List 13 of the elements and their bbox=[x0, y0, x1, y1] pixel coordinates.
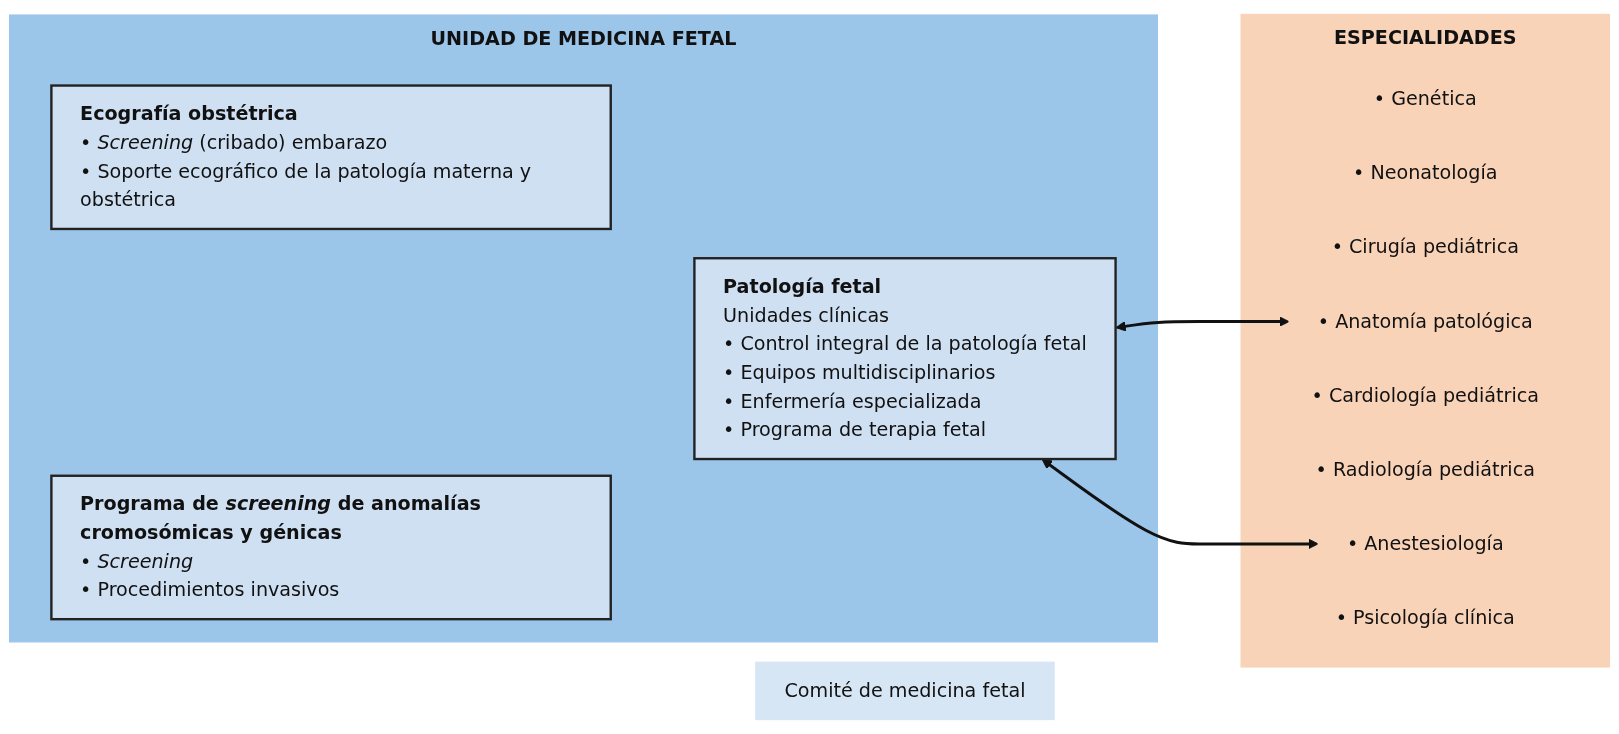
node-box: Comité de medicina fetal bbox=[755, 661, 1055, 721]
node-box: Patología fetal Unidades clínicas • Control integral de la patología fetal • Equipos multidisciplinarios • Enfermería especializada • Programa de terapia fetal bbox=[693, 257, 1117, 461]
node-text: • Genética bbox=[1373, 87, 1477, 111]
node-text: • Anatomía patológica bbox=[1317, 309, 1533, 333]
node-text: • Anestesiología bbox=[1346, 531, 1504, 555]
node-text: • Radiología pediátrica bbox=[1315, 457, 1535, 481]
node-text: • Cardiología pediátrica bbox=[1311, 383, 1539, 407]
node-text: • Neonatología bbox=[1353, 161, 1498, 185]
node-box: Programa de screening de anomalías cromosómicas y génicas • Screening • Procedimientos invasivos bbox=[50, 474, 612, 621]
arrow bbox=[1115, 316, 1290, 332]
node-text: • Cirugía pediátrica bbox=[1331, 235, 1519, 259]
node-box: Ecografía obstétrica • Screening (cribado) embarazo • Soporte ecográfico de la patología materna y obstétrica bbox=[50, 84, 612, 231]
node-text: • Psicología clínica bbox=[1335, 606, 1515, 629]
